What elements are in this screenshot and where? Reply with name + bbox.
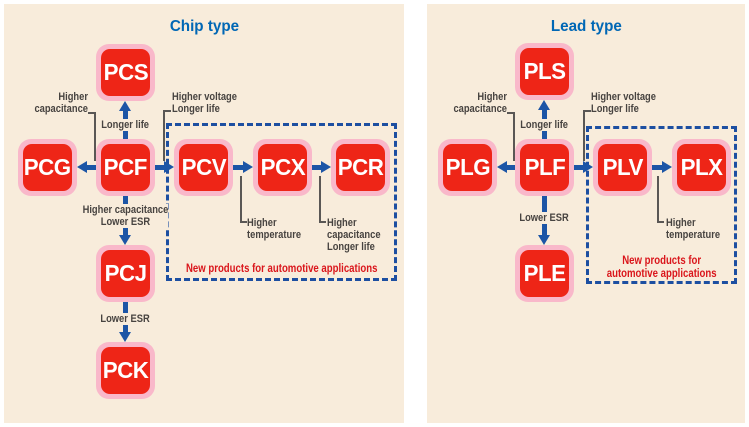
panel-title: Lead type (550, 18, 622, 35)
connector-line (583, 110, 585, 161)
connector-line (507, 112, 514, 114)
connector-line (163, 110, 171, 112)
product-box-face: PCR (336, 144, 385, 191)
product-box-label: PLG (445, 154, 490, 180)
label-longer-life: Longer life (101, 119, 149, 131)
label-higher-capacitance-lower-esr: Higher capacitance Lower ESR (82, 204, 168, 228)
label-higher-temperature: Higher temperature (666, 217, 721, 241)
automotive-group-box (586, 126, 737, 284)
product-box-plx: PLX (672, 139, 731, 196)
product-box-face: PCX (258, 144, 307, 191)
product-box-face: PCV (179, 144, 228, 191)
product-box-ple: PLE (515, 245, 574, 302)
product-box-pls: PLS (515, 43, 574, 100)
product-box-face: PLG (443, 144, 492, 191)
product-box-label: PLX (680, 154, 723, 180)
arrow-plf-to-plv (574, 161, 593, 174)
product-box-label: PLE (523, 260, 566, 286)
product-box-face: PLX (677, 144, 726, 191)
product-box-pcr: PCR (331, 139, 390, 196)
note-new-products: New products for automotive applications (186, 261, 378, 275)
product-box-label: PLV (602, 154, 643, 180)
arrow-pcf-to-pcg (77, 161, 96, 174)
panel-lead-type: Lead type PLS PLG PLF PLV PLX PLE Higher… (427, 4, 745, 423)
product-box-label: PCJ (104, 260, 147, 286)
note-new-products: New products for automotive applications (607, 253, 717, 280)
arrow-plv-to-plx (652, 161, 672, 174)
product-box-pcs: PCS (96, 44, 155, 101)
product-box-face: PLF (520, 144, 569, 191)
product-box-label: PLS (523, 58, 566, 84)
label-higher-capacitance: Higher capacitance (34, 91, 88, 115)
connector-line (240, 176, 242, 222)
connector-line (583, 110, 591, 112)
connector-line (163, 110, 165, 161)
label-higher-temperature: Higher temperature (247, 217, 302, 241)
panel-chip-type: Chip type PCS PCG PCF PCV PCX PCR PCJ PC… (4, 4, 404, 423)
product-box-face: PLV (598, 144, 647, 191)
automotive-group-box (166, 123, 397, 281)
product-box-label: PCX (260, 154, 305, 180)
connector-line (88, 112, 95, 114)
connector-line (319, 176, 321, 222)
product-box-plf: PLF (515, 139, 574, 196)
connector-line (240, 221, 247, 223)
label-lower-esr: Lower ESR (100, 313, 150, 325)
product-box-face: PCK (101, 347, 150, 394)
product-box-plv: PLV (593, 139, 652, 196)
arrow-pcf-to-pcv (155, 161, 174, 174)
product-box-label: PCK (102, 357, 149, 383)
product-box-label: PCF (103, 154, 148, 180)
connector-line (94, 112, 96, 161)
product-box-face: PLE (520, 250, 569, 297)
arrow-pcv-to-pcx (233, 161, 253, 174)
product-box-face: PCG (23, 144, 72, 191)
arrow-pcx-to-pcr (312, 161, 331, 174)
product-box-face: PCJ (101, 250, 150, 297)
product-box-pcg: PCG (18, 139, 77, 196)
label-higher-voltage-longer-life: Higher voltage Longer life (172, 91, 237, 115)
product-box-pcj: PCJ (96, 245, 155, 302)
panel-title: Chip type (169, 18, 239, 35)
product-box-label: PCG (24, 154, 71, 180)
product-box-pcv: PCV (174, 139, 233, 196)
product-box-pcf: PCF (96, 139, 155, 196)
connector-line (657, 221, 664, 223)
product-box-label: PCR (337, 154, 384, 180)
label-longer-life: Longer life (520, 119, 568, 131)
product-box-plg: PLG (438, 139, 497, 196)
product-box-label: PCS (103, 59, 148, 85)
product-box-pck: PCK (96, 342, 155, 399)
arrow-plf-to-plg (497, 161, 515, 174)
label-higher-capacitance-longer-life: Higher capacitance Longer life (327, 217, 381, 253)
product-box-pcx: PCX (253, 139, 312, 196)
connector-line (319, 221, 326, 223)
product-box-label: PCV (181, 154, 226, 180)
product-box-label: PLF (524, 154, 565, 180)
product-box-face: PCF (101, 144, 150, 191)
label-higher-capacitance: Higher capacitance (453, 91, 507, 115)
connector-line (513, 112, 515, 161)
label-higher-voltage-longer-life: Higher voltage Longer life (591, 91, 656, 115)
product-box-face: PLS (520, 48, 569, 95)
product-box-face: PCS (101, 49, 150, 96)
label-lower-esr: Lower ESR (519, 212, 569, 224)
connector-line (657, 176, 659, 222)
